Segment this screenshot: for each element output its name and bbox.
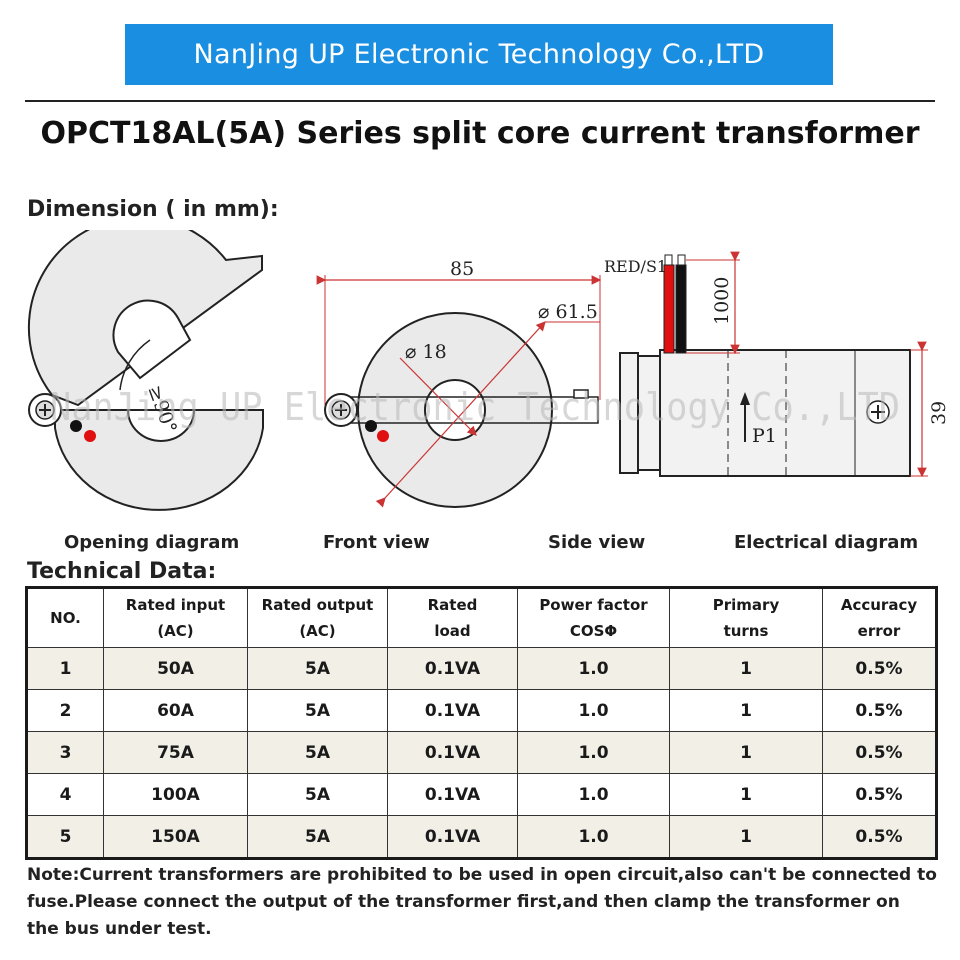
front-outer-diameter-label: ⌀ 61.5	[538, 301, 598, 323]
table-header-row: NO. Rated input(AC) Rated output(AC) Rat…	[26, 587, 937, 648]
col-header-rated-input: Rated input(AC)	[103, 587, 248, 648]
table-cell: 2	[26, 689, 104, 732]
table-cell: 5A	[247, 689, 388, 732]
table-cell: 1.0	[517, 647, 670, 690]
table-cell: 5A	[247, 647, 388, 690]
table-cell: 0.1VA	[387, 647, 518, 690]
safety-note: Note:Current transformers are prohibited…	[27, 865, 937, 939]
dimension-heading: Dimension ( in mm):	[27, 197, 279, 222]
table-cell: 1.0	[517, 689, 670, 732]
table-cell: 3	[26, 731, 104, 774]
table-cell: 150A	[103, 815, 248, 859]
table-cell: 0.5%	[822, 731, 937, 774]
company-banner: NanJing UP Electronic Technology Co.,LTD	[125, 24, 833, 85]
table-cell: 0.1VA	[387, 815, 518, 859]
table-cell: 1	[669, 647, 823, 690]
lead-length-label: 1000	[711, 277, 733, 325]
depth-label: 39	[928, 401, 950, 425]
table-cell: 1	[669, 815, 823, 859]
table-cell: 0.1VA	[387, 731, 518, 774]
table-cell: 5A	[247, 773, 388, 816]
front-view: 85 ⌀ 61.5 ⌀ 18	[316, 258, 602, 508]
page-title: OPCT18AL(5A) Series split core current t…	[40, 116, 920, 151]
red-lead-wire	[663, 264, 675, 354]
opening-red-lead-dot	[84, 430, 96, 442]
caption-electrical-diagram: Electrical diagram	[734, 532, 919, 553]
table-cell: 75A	[103, 731, 248, 774]
table-cell: 0.5%	[822, 773, 937, 816]
table-cell: 0.5%	[822, 689, 937, 732]
technical-drawing: ≥90° 85 ⌀ 61.5 ⌀ 18	[27, 230, 950, 511]
black-lead-wire	[675, 264, 687, 354]
opening-lower-half	[54, 409, 264, 511]
front-width-label: 85	[450, 258, 474, 280]
table-cell: 60A	[103, 689, 248, 732]
table-cell: 1	[669, 731, 823, 774]
table-cell: 0.1VA	[387, 773, 518, 816]
table-cell: 5	[26, 815, 104, 859]
header-divider	[25, 100, 935, 102]
opening-upper-window	[112, 299, 192, 380]
table-cell: 0.5%	[822, 647, 937, 690]
caption-side-view: Side view	[548, 532, 646, 553]
table-cell: 1	[26, 647, 104, 690]
col-header-no: NO.	[26, 587, 104, 648]
company-name: NanJing UP Electronic Technology Co.,LTD	[193, 39, 765, 70]
table-cell: 0.5%	[822, 815, 937, 859]
table-cell: 0.1VA	[387, 689, 518, 732]
lead-label: RED/S1	[604, 257, 667, 276]
table-cell: 50A	[103, 647, 248, 690]
caption-front-view: Front view	[323, 532, 430, 553]
opening-diagram: ≥90°	[27, 230, 264, 511]
technical-data-table: NO. Rated input(AC) Rated output(AC) Rat…	[25, 586, 938, 860]
side-primary-marker: P1	[752, 425, 777, 447]
table-cell: 1	[669, 773, 823, 816]
table-cell: 1	[669, 689, 823, 732]
opening-black-lead-dot	[70, 420, 82, 432]
col-header-rated-output: Rated output(AC)	[247, 587, 388, 648]
front-inner-diameter-label: ⌀ 18	[405, 341, 447, 363]
table-cell: 1.0	[517, 731, 670, 774]
table-cell: 100A	[103, 773, 248, 816]
table-cell: 5A	[247, 815, 388, 859]
table-cell: 5A	[247, 731, 388, 774]
caption-opening-diagram: Opening diagram	[64, 532, 240, 553]
table-cell: 1.0	[517, 773, 670, 816]
technical-table-wrap: NO. Rated input(AC) Rated output(AC) Rat…	[25, 586, 938, 860]
side-view: P1 RED/S1 1000 39	[604, 251, 950, 478]
table-cell: 4	[26, 773, 104, 816]
watermark-text: NanJing UP Electronic Technology Co.,LTD	[50, 385, 900, 429]
dimension-drawings: ≥90° 85 ⌀ 61.5 ⌀ 18	[0, 230, 960, 530]
technical-heading: Technical Data:	[27, 559, 217, 584]
table-cell: 1.0	[517, 815, 670, 859]
